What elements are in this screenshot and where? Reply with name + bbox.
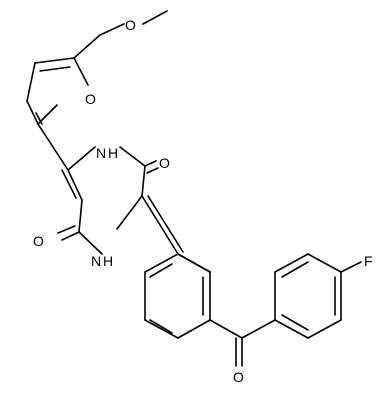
phenyl-methylidene	[141, 195, 211, 273]
furan-oxygen-label: O	[85, 91, 96, 107]
methoxy-oxygen-label: O	[125, 17, 136, 33]
benzoyl-oxygen-label: O	[233, 369, 244, 385]
fluorine-label: F	[364, 253, 373, 269]
methoxymethyl-group	[73, 10, 168, 59]
fluorophenyl-ring	[274, 253, 362, 339]
ketone-oxygen-right-label: O	[159, 155, 170, 171]
diketopiperazine-ring	[57, 146, 159, 255]
amide-nitrogen-top-label: N	[96, 145, 106, 161]
meta-phenylene-ring	[144, 253, 211, 339]
ketone-oxygen-left-label: O	[33, 233, 44, 249]
furyl-methylidene	[37, 123, 96, 201]
amide-hydrogen-bottom-label: H	[103, 253, 113, 269]
amide-hydrogen-top-label: H	[108, 145, 118, 161]
amide-nitrogen-bottom-label: N	[91, 253, 101, 269]
benzoyl-carbonyl	[209, 319, 276, 367]
furan-ring	[26, 57, 89, 125]
